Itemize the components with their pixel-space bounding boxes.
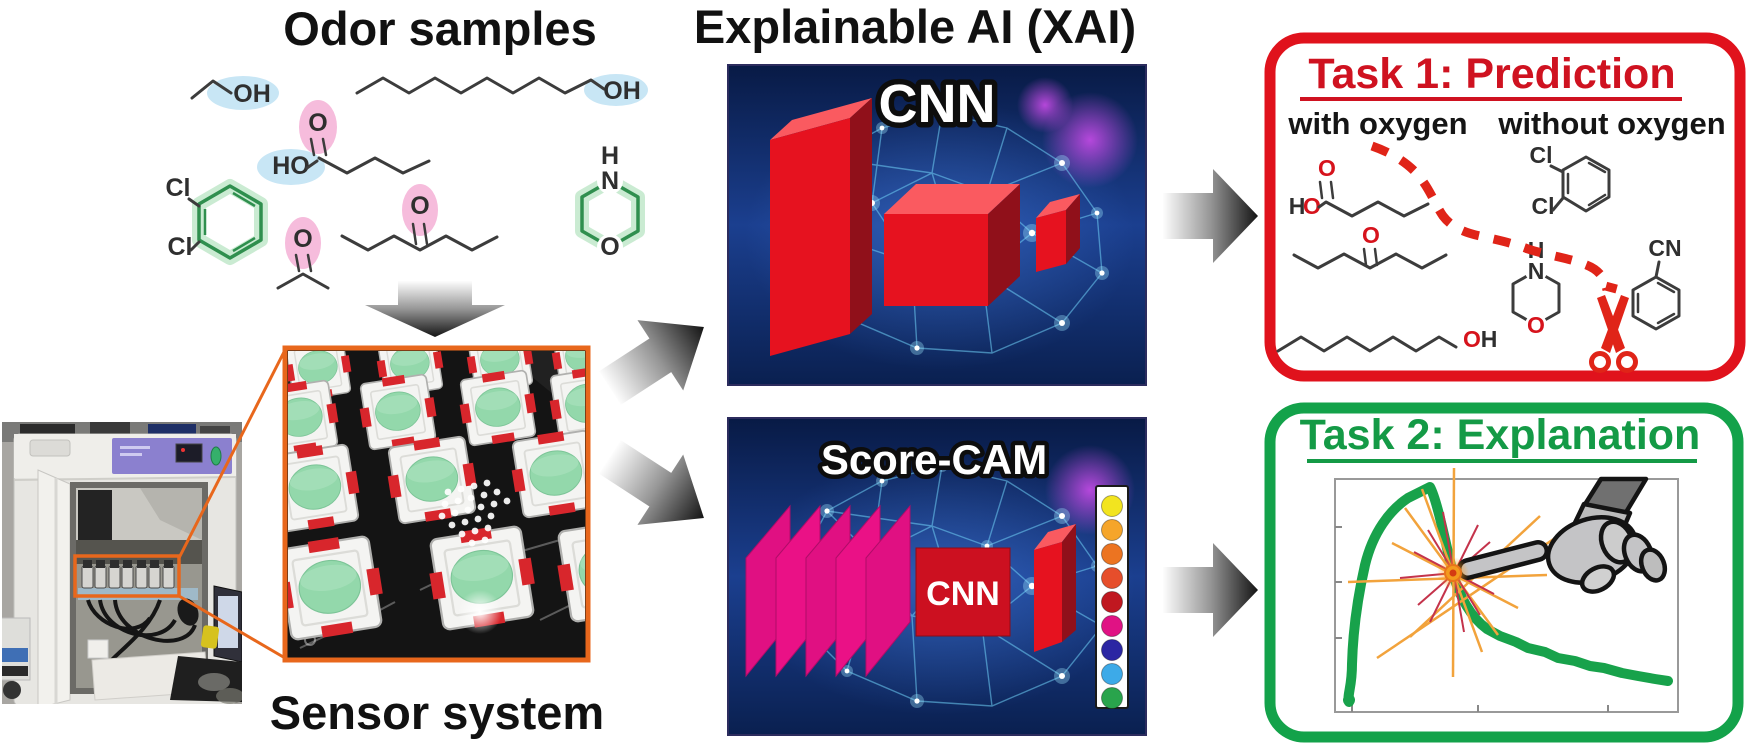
cnn-panel: CNN xyxy=(727,64,1147,386)
morpholine-o-label: O xyxy=(600,233,619,261)
task1-title: Task 1: Prediction xyxy=(1308,50,1675,98)
task1-without-oxygen-label: without oxygen xyxy=(1497,106,1725,141)
scale-dot-8 xyxy=(1101,663,1123,685)
scale-dot-4 xyxy=(1101,567,1123,589)
scissors-icon xyxy=(1589,281,1638,373)
scale-dot-1 xyxy=(1101,495,1123,517)
morpholine-h-label: H xyxy=(601,142,619,170)
task1-heptanone: O xyxy=(1292,222,1448,270)
task1-with-oxygen-label: with oxygen xyxy=(1287,106,1467,141)
valeric-o-label: O xyxy=(308,109,327,137)
acetone-o-label: O xyxy=(293,225,312,253)
scale-dot-7 xyxy=(1101,639,1123,661)
t1-dcb-cl2: Cl xyxy=(1532,193,1555,219)
molecule-heptanone: O xyxy=(340,184,499,252)
valeric-ho-label: HO xyxy=(272,152,310,180)
morpholine-n-label: N xyxy=(601,167,619,195)
task1-benzonitrile: CN xyxy=(1631,235,1682,331)
callout-line-bottom xyxy=(178,594,286,660)
plot-ticks xyxy=(1335,526,1609,712)
t1-valeric-h: H xyxy=(1289,193,1306,219)
sensor-highlight-box xyxy=(73,554,181,598)
t1-morpholine-o: O xyxy=(1527,312,1545,338)
t1-octanol-o: O xyxy=(1463,326,1481,352)
odor-molecules: OH OH O HO Cl Cl xyxy=(166,74,648,290)
sensor-system-label: Sensor system xyxy=(270,686,604,739)
scorecam-sheets xyxy=(745,504,911,678)
molecule-valeric-acid: O HO xyxy=(257,100,431,185)
task1-octanol: O H xyxy=(1276,326,1498,353)
sensor-array xyxy=(282,345,591,663)
lab-photo xyxy=(2,422,242,704)
t1-dcb-cl1: Cl xyxy=(1530,142,1553,168)
callout-line-top xyxy=(177,349,287,559)
odor-samples-title: Odor samples xyxy=(283,2,596,55)
scorecam-cnn-box: CNN xyxy=(915,547,1011,637)
task2-plot xyxy=(1334,467,1679,713)
task2-title: Task 2: Explanation xyxy=(1300,411,1701,459)
down-arrow xyxy=(365,281,505,337)
dcb-cl1-label: Cl xyxy=(166,174,191,202)
molecule-morpholine: H N O xyxy=(575,142,645,261)
task2-panel: Task 2: Explanation xyxy=(1264,402,1744,743)
heptanone-o-label: O xyxy=(410,192,429,220)
t1-octanol-h: H xyxy=(1481,326,1498,352)
arrow-scorecam-to-task2 xyxy=(1163,543,1258,637)
robot-hand xyxy=(1457,476,1668,594)
molecule-acetone: O xyxy=(276,217,330,290)
scorecam-cnn-box-label: CNN xyxy=(926,575,1000,613)
molecule-octanol: OH xyxy=(355,74,648,106)
t1-heptanone-o: O xyxy=(1362,222,1380,248)
t1-morpholine-n: N xyxy=(1528,258,1545,284)
scorecam-panel: CNN Score-CAM xyxy=(727,417,1147,736)
color-scale xyxy=(1095,485,1129,709)
t1-benzonitrile-cn: CN xyxy=(1648,235,1681,261)
cnn-blocks xyxy=(770,98,1080,356)
scorecam-panel-title: Score-CAM xyxy=(821,436,1047,483)
ethanol-oh-label: OH xyxy=(233,80,271,108)
molecule-dichlorobenzene: Cl Cl xyxy=(166,174,268,265)
sensor-response-curve xyxy=(1343,482,1673,707)
dot-cluster xyxy=(438,479,511,547)
arrow-to-cnn xyxy=(599,320,704,405)
dcb-cl2-label: Cl xyxy=(168,233,193,261)
t1-valeric-ho-o: O xyxy=(1303,193,1321,219)
arrow-cnn-to-task1 xyxy=(1163,169,1258,263)
octanol-oh-label: OH xyxy=(603,77,641,105)
t1-valeric-o: O xyxy=(1318,155,1336,181)
incubator-power-button xyxy=(210,446,222,466)
scorecam-block xyxy=(1034,524,1076,652)
scale-dot-3 xyxy=(1101,543,1123,565)
scale-dot-2 xyxy=(1101,519,1123,541)
scale-dot-9 xyxy=(1101,687,1123,709)
sensor-row xyxy=(81,560,175,589)
arrow-to-scorecam xyxy=(599,440,704,525)
task1-valeric-acid: O H O xyxy=(1289,155,1430,219)
scale-dot-6 xyxy=(1101,615,1123,637)
xai-title: Explainable AI (XAI) xyxy=(694,0,1136,53)
incubator-door xyxy=(37,469,71,704)
scale-dot-5 xyxy=(1101,591,1123,613)
task1-panel: Task 1: Prediction with oxygen without o… xyxy=(1264,32,1746,382)
cnn-panel-title: CNN xyxy=(879,74,996,134)
molecule-ethanol: OH xyxy=(190,76,279,110)
task1-dichlorobenzene: Cl Cl xyxy=(1530,142,1611,219)
